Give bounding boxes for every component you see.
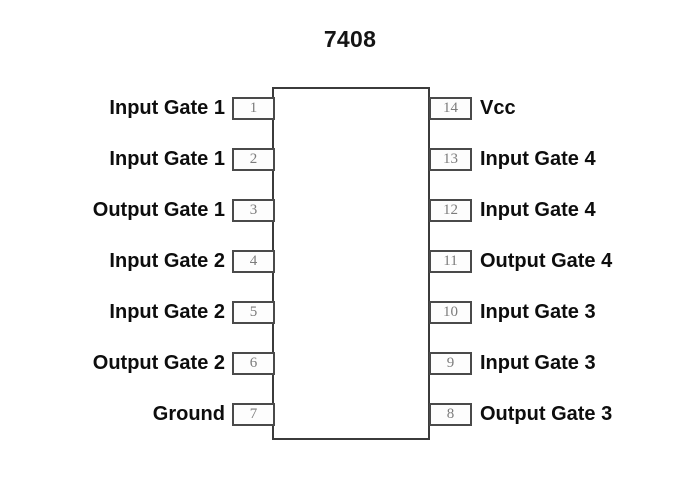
pin-number-2: 2 bbox=[249, 150, 258, 167]
pin-number-5: 5 bbox=[249, 303, 258, 320]
pin-box-10: 10 bbox=[429, 300, 472, 324]
pin-label-4: Input Gate 2 bbox=[109, 250, 225, 272]
pin-number-10: 10 bbox=[443, 303, 458, 320]
pin-label-3: Output Gate 1 bbox=[92, 199, 225, 221]
pin-label-1: Input Gate 1 bbox=[109, 97, 225, 119]
pin-row-left-3: Output Gate 1 3 bbox=[0, 198, 275, 222]
pin-box-4: 4 bbox=[232, 249, 275, 273]
pin-label-9: Input Gate 3 bbox=[480, 352, 596, 374]
page-title: 7408 bbox=[323, 26, 377, 52]
pin-number-8: 8 bbox=[446, 405, 455, 422]
pin-box-14: 14 bbox=[429, 96, 472, 120]
pin-box-1: 1 bbox=[232, 96, 275, 120]
pin-label-14: Vcc bbox=[480, 97, 516, 119]
pin-label-2: Input Gate 1 bbox=[109, 148, 225, 170]
pin-label-10: Input Gate 3 bbox=[480, 301, 596, 323]
pin-box-5: 5 bbox=[232, 300, 275, 324]
pin-row-right-11: 11 Output Gate 4 bbox=[429, 249, 700, 273]
pin-row-right-14: 14 Vcc bbox=[429, 96, 700, 120]
pin-box-2: 2 bbox=[232, 147, 275, 171]
pin-box-13: 13 bbox=[429, 147, 472, 171]
pin-label-6: Output Gate 2 bbox=[92, 352, 225, 374]
pin-box-8: 8 bbox=[429, 402, 472, 426]
pin-label-11: Output Gate 4 bbox=[480, 250, 613, 272]
pin-number-6: 6 bbox=[249, 354, 258, 371]
pin-row-left-2: Input Gate 1 2 bbox=[0, 147, 275, 171]
pin-number-12: 12 bbox=[443, 201, 458, 218]
pin-row-right-13: 13 Input Gate 4 bbox=[429, 147, 700, 171]
pin-number-1: 1 bbox=[249, 99, 258, 116]
chip-body-outline bbox=[272, 87, 430, 440]
pin-box-7: 7 bbox=[232, 402, 275, 426]
pin-number-4: 4 bbox=[249, 252, 258, 269]
pin-box-6: 6 bbox=[232, 351, 275, 375]
pin-label-8: Output Gate 3 bbox=[480, 403, 613, 425]
pin-row-right-12: 12 Input Gate 4 bbox=[429, 198, 700, 222]
pin-label-13: Input Gate 4 bbox=[480, 148, 596, 170]
pin-number-14: 14 bbox=[443, 99, 458, 116]
pin-row-right-10: 10 Input Gate 3 bbox=[429, 300, 700, 324]
pin-number-3: 3 bbox=[249, 201, 258, 218]
pin-number-13: 13 bbox=[443, 150, 458, 167]
pin-box-12: 12 bbox=[429, 198, 472, 222]
pin-number-11: 11 bbox=[443, 252, 458, 269]
pin-row-left-5: Input Gate 2 5 bbox=[0, 300, 275, 324]
pin-box-9: 9 bbox=[429, 351, 472, 375]
pin-row-left-6: Output Gate 2 6 bbox=[0, 351, 275, 375]
pin-box-11: 11 bbox=[429, 249, 472, 273]
pin-row-right-9: 9 Input Gate 3 bbox=[429, 351, 700, 375]
pin-number-7: 7 bbox=[249, 405, 258, 422]
pin-number-9: 9 bbox=[446, 354, 455, 371]
pin-label-5: Input Gate 2 bbox=[109, 301, 225, 323]
pin-row-left-7: Ground 7 bbox=[0, 402, 275, 426]
pin-row-left-1: Input Gate 1 1 bbox=[0, 96, 275, 120]
pin-label-7: Ground bbox=[152, 403, 225, 425]
pin-row-left-4: Input Gate 2 4 bbox=[0, 249, 275, 273]
pin-row-right-8: 8 Output Gate 3 bbox=[429, 402, 700, 426]
pin-label-12: Input Gate 4 bbox=[480, 199, 596, 221]
pin-box-3: 3 bbox=[232, 198, 275, 222]
